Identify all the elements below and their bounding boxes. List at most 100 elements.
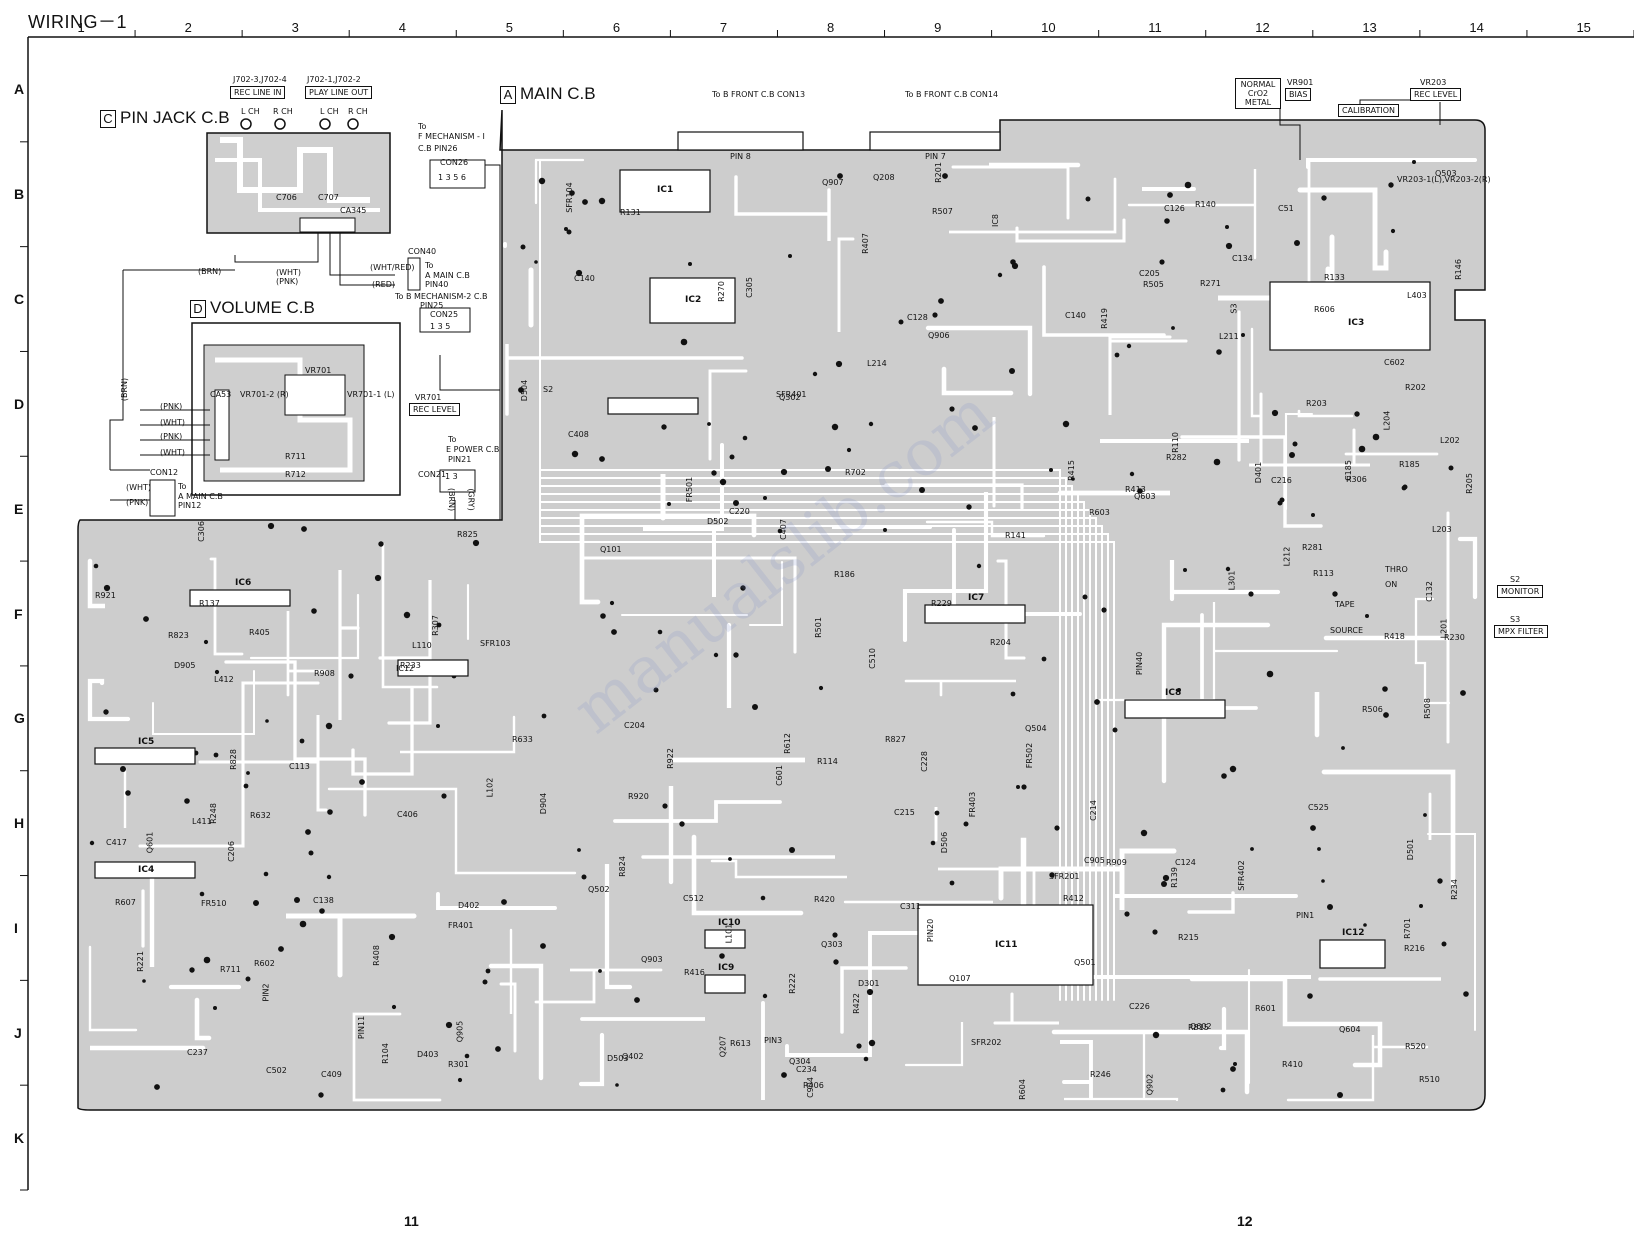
component-label: R186 — [834, 570, 855, 579]
component-label: D506 — [940, 831, 950, 854]
pad — [265, 719, 269, 723]
component-label: R203 — [1306, 399, 1327, 408]
pad — [938, 298, 944, 304]
component-label: SFR104 — [564, 182, 574, 213]
pad — [1184, 181, 1192, 189]
r711-label: R711 — [285, 452, 306, 461]
component-label: Q604 — [1339, 1025, 1361, 1034]
pin25-label: PIN25 — [420, 301, 444, 310]
component-label: Q503 — [1435, 169, 1457, 178]
pad — [657, 629, 663, 635]
row-letter: D — [14, 395, 25, 412]
mechanism-1-ref: F MECHANISM - I — [418, 132, 485, 141]
pad — [653, 687, 659, 693]
component-label: R222 — [787, 973, 797, 994]
con21-pins: 1 3 — [445, 472, 458, 481]
component-label: C602 — [1384, 358, 1405, 367]
pad — [1250, 847, 1254, 851]
trace — [748, 560, 784, 627]
mpx-filter-tag: MPX FILTER — [1494, 625, 1548, 638]
to-power: E POWER C.B — [446, 445, 499, 454]
component-label: L412 — [214, 675, 234, 684]
pad — [846, 447, 852, 453]
trace — [1187, 891, 1235, 914]
con40-to: To — [425, 261, 434, 270]
pad — [581, 874, 587, 880]
pad — [733, 500, 739, 506]
component-label: C905 — [1084, 856, 1105, 865]
component-label: Q601 — [145, 831, 155, 854]
pad — [89, 840, 95, 846]
component-label: Q906 — [928, 331, 950, 340]
con40-label: CON40 — [408, 247, 437, 256]
pad — [997, 272, 1003, 278]
pad — [1152, 929, 1158, 935]
pad — [495, 1046, 501, 1052]
component-label: R702 — [845, 468, 866, 477]
lch-label-1: L CH — [241, 107, 260, 116]
pad — [1049, 468, 1053, 472]
pad — [1220, 1087, 1226, 1093]
pad — [1266, 670, 1274, 678]
pad — [1289, 452, 1295, 458]
vr203-label: VR203 — [1420, 78, 1447, 87]
component-label: R828 — [228, 749, 238, 770]
pad — [311, 608, 317, 614]
component-label: PIN20 — [926, 918, 936, 943]
pad — [213, 1006, 217, 1010]
component-label: SFR201 — [1049, 872, 1080, 881]
component-label: C228 — [919, 751, 929, 772]
pad — [611, 629, 617, 635]
pad — [1085, 196, 1091, 202]
pad — [246, 771, 250, 775]
pad — [301, 526, 307, 532]
pad — [403, 611, 411, 619]
play-line-out-ref: J702-1,J702-2 — [307, 75, 361, 84]
pad — [661, 424, 667, 430]
pad — [599, 456, 605, 462]
row-letter: A — [14, 81, 25, 98]
front-cb-con13: To B FRONT C.B CON13 — [712, 90, 806, 99]
component-label: R607 — [115, 898, 136, 907]
column-number: 5 — [505, 20, 514, 35]
trace — [582, 556, 797, 654]
page-number-left: 11 — [404, 1213, 419, 1229]
pad — [898, 319, 904, 325]
trace — [951, 165, 1070, 220]
vr701-1-label: VR701-1 (L) — [347, 390, 395, 399]
component-label: R307 — [430, 615, 440, 636]
board-letter-box: D — [190, 300, 206, 318]
con40-dest-text: MAIN C.B PIN40 — [425, 271, 470, 289]
pad — [571, 450, 579, 458]
component-label: C409 — [321, 1070, 342, 1079]
component-label: Q603 — [1134, 492, 1156, 501]
component-label: R508 — [1422, 698, 1432, 719]
pad — [325, 722, 333, 730]
row-letter: G — [14, 710, 25, 727]
component-label: R505 — [1143, 280, 1164, 289]
con12-to: To — [178, 482, 187, 491]
pad — [436, 724, 440, 728]
pad — [319, 908, 325, 914]
pad — [520, 244, 526, 250]
ic-label: IC10 — [718, 918, 741, 928]
pad — [1241, 333, 1245, 337]
component-label: SFR202 — [971, 1038, 1002, 1047]
component-label: D401 — [1254, 461, 1264, 484]
rec-line-in-ref: J702-3,J702-4 — [233, 75, 287, 84]
cb-pin26-label: C.B PIN26 — [418, 144, 458, 153]
trace — [691, 834, 804, 916]
wire-wht-3: (WHT) — [160, 448, 186, 457]
component-label: L102 — [485, 777, 495, 798]
trace — [734, 175, 831, 241]
component-label: C512 — [683, 894, 704, 903]
con12-dest-text: MAIN C.B PIN12 — [178, 492, 223, 510]
component-label: R407 — [860, 233, 870, 254]
pad — [518, 387, 524, 393]
column-number: 8 — [827, 20, 835, 35]
ic-label: IC3 — [1348, 318, 1365, 328]
component-label: L211 — [1219, 332, 1239, 341]
component-label: R920 — [628, 792, 649, 801]
pad — [203, 639, 209, 645]
pad — [868, 421, 874, 427]
